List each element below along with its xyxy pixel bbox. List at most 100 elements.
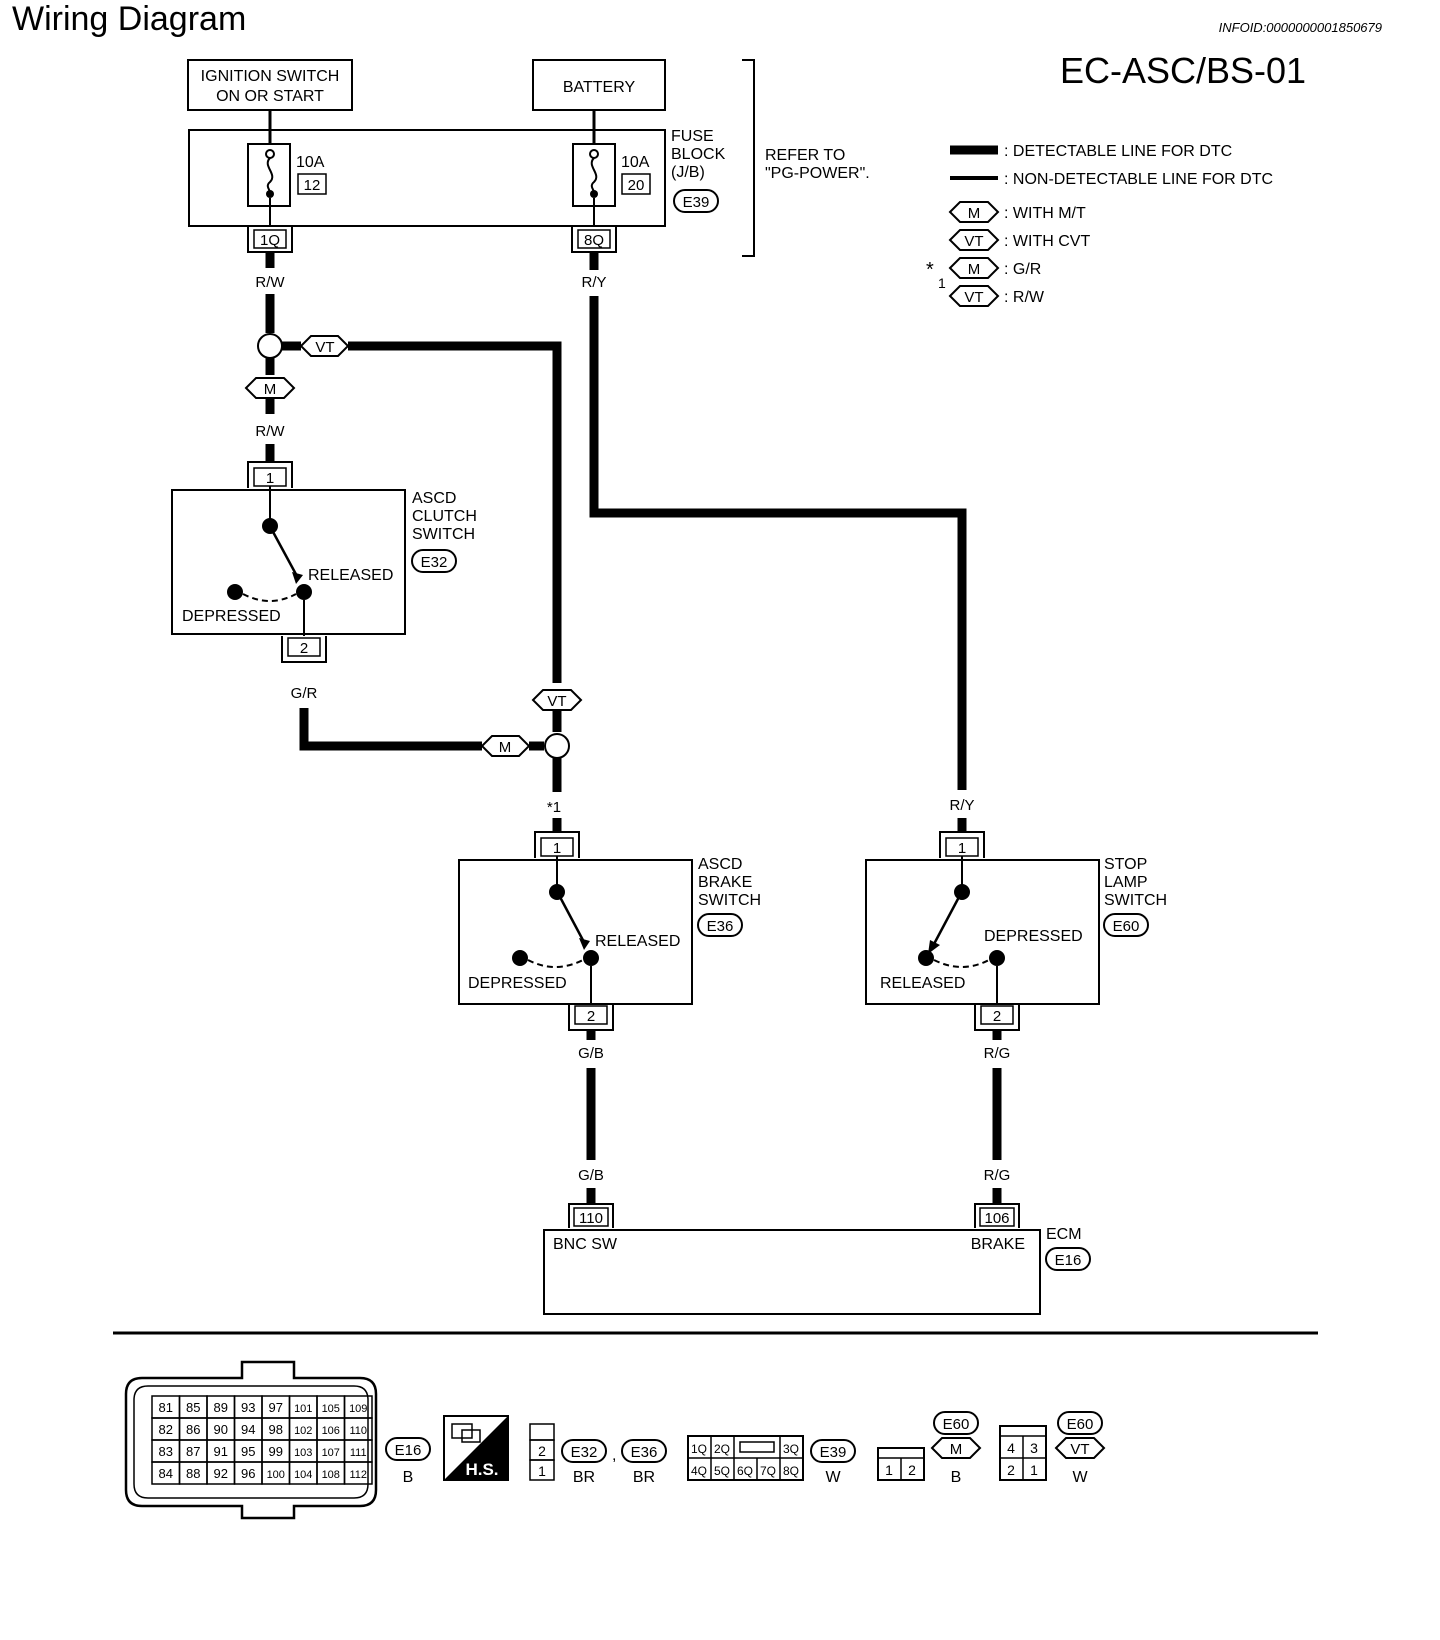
e16-connector-tag: E16 B <box>385 1437 431 1486</box>
stop-connector-tag: E60 <box>1103 913 1149 937</box>
svg-text:E16: E16 <box>1055 1252 1082 1269</box>
svg-text:1Q: 1Q <box>260 232 280 249</box>
ecm-box: 110 106 BNC SW BRAKE <box>543 1203 1041 1315</box>
splice-lower <box>544 733 570 759</box>
ecm-label: ECM <box>1046 1226 1082 1243</box>
refer-label-1: REFER TO <box>765 147 845 164</box>
ignition-label-2: ON OR START <box>216 88 324 105</box>
svg-text:1Q: 1Q <box>691 1442 707 1456</box>
ecm-pin-number: 111 <box>350 1447 367 1459</box>
clutch-connector-tag: E32 <box>411 549 457 573</box>
tag-vt-lower: VT <box>531 689 583 711</box>
legend: : DETECTABLE LINE FOR DTC : NON-DETECTAB… <box>926 143 1273 307</box>
wire-gb-2: G/B <box>578 1167 604 1184</box>
svg-text:M: M <box>499 739 512 756</box>
legend-star-number: 1 <box>938 275 946 291</box>
brake-depressed-label: DEPRESSED <box>468 975 567 992</box>
clutch-pin-1: 1 <box>266 470 274 487</box>
wire-rw-mid: R/W <box>255 423 285 440</box>
brake-pin-2: 2 <box>587 1008 595 1025</box>
wire-star1: *1 <box>547 799 561 816</box>
fuse-b-amp: 10A <box>621 154 650 171</box>
clutch-label-2: CLUTCH <box>412 508 477 525</box>
legend-gr: : G/R <box>1004 261 1041 278</box>
brake-label-1: ASCD <box>698 856 742 873</box>
fuse-block-label-3: (J/B) <box>671 164 705 181</box>
ecm-pin-number: 110 <box>349 1425 367 1437</box>
ecm-pin-number: 105 <box>322 1403 340 1415</box>
page-title: Wiring Diagram <box>12 0 247 38</box>
brake-switch: 1 RELEASED DEPRESSED 2 <box>458 831 693 1031</box>
stop-label-3: SWITCH <box>1104 892 1167 909</box>
ecm-pin-number: 106 <box>322 1425 340 1437</box>
svg-text:VT: VT <box>1070 1441 1089 1458</box>
svg-text:5Q: 5Q <box>714 1464 730 1478</box>
e60-mt-connector-face: 1 2 <box>877 1447 925 1481</box>
e32-color: BR <box>573 1469 595 1486</box>
svg-text:2: 2 <box>908 1462 916 1478</box>
brake-label-2: BRAKE <box>698 874 752 891</box>
ecm-pin-number: 95 <box>241 1444 255 1459</box>
refer-bracket <box>742 59 755 257</box>
legend-star: * <box>926 259 934 281</box>
svg-text:3Q: 3Q <box>783 1442 799 1456</box>
wire-gb-1: G/B <box>578 1045 604 1062</box>
brake-label-3: SWITCH <box>698 892 761 909</box>
ecm-brake-label: BRAKE <box>971 1236 1025 1253</box>
svg-text:E16: E16 <box>395 1442 422 1459</box>
fuse-block: 10A 12 10A 20 <box>188 129 666 227</box>
battery-box: BATTERY <box>532 59 666 111</box>
e39-connector-tag: E39 W <box>810 1439 856 1486</box>
ecm-pin-number: 104 <box>294 1469 312 1481</box>
ecm-pin-number: 112 <box>349 1469 367 1481</box>
brake-connector-tag: E36 <box>697 913 743 937</box>
wire-rg-1: R/G <box>984 1045 1011 1062</box>
svg-text:H.S.: H.S. <box>465 1460 498 1479</box>
ecm-pin-cell <box>343 1461 373 1485</box>
battery-label: BATTERY <box>563 79 636 96</box>
fuse-block-label-1: FUSE <box>671 128 714 145</box>
fuse-a-amp: 10A <box>296 154 325 171</box>
ecm-pin-number: 82 <box>159 1422 173 1437</box>
stop-label-2: LAMP <box>1104 874 1148 891</box>
refer-label-2: "PG-POWER". <box>765 165 870 182</box>
ecm-pin-number: 94 <box>241 1422 255 1437</box>
wire-ry-top: R/Y <box>581 274 606 291</box>
legend-with-mt: : WITH M/T <box>1004 205 1086 222</box>
ecm-pin-number: 109 <box>349 1403 367 1415</box>
ecm-pin-number: 88 <box>186 1466 200 1481</box>
ecm-pin-number: 81 <box>159 1400 173 1415</box>
wire-rw-top: R/W <box>255 274 285 291</box>
e60-vt-connector-tag: E60 VT W <box>1054 1411 1106 1486</box>
stop-label-1: STOP <box>1104 856 1147 873</box>
tag-m-upper: M <box>244 377 296 399</box>
ecm-pin-number: 102 <box>294 1425 312 1437</box>
svg-text:2: 2 <box>1007 1462 1015 1478</box>
ecm-pin-110: 110 <box>579 1210 603 1227</box>
svg-text:M: M <box>950 1441 963 1458</box>
ecm-pin-number: 103 <box>294 1447 312 1459</box>
svg-text:E36: E36 <box>707 918 734 935</box>
ecm-pin-number: 93 <box>241 1400 255 1415</box>
ecm-pin-number: 91 <box>214 1444 228 1459</box>
terminal-1q: 1Q <box>247 226 293 253</box>
splice-top <box>257 333 283 359</box>
svg-text:E32: E32 <box>571 1444 598 1461</box>
fuse-b-number: 20 <box>628 177 645 194</box>
stop-lamp-switch: 1 DEPRESSED RELEASED 2 <box>865 831 1100 1031</box>
wire-rg-2: R/G <box>984 1167 1011 1184</box>
ecm-pin-number: 96 <box>241 1466 255 1481</box>
ecm-pin-number: 108 <box>322 1469 340 1481</box>
clutch-pin-2: 2 <box>300 640 308 657</box>
e60-vt-color: W <box>1072 1469 1088 1486</box>
clutch-depressed-label: DEPRESSED <box>182 608 281 625</box>
ecm-pin-number: 90 <box>214 1422 228 1437</box>
svg-text:1: 1 <box>538 1463 546 1479</box>
ecm-pin-number: 89 <box>214 1400 228 1415</box>
e39-color: W <box>825 1469 841 1486</box>
ecm-bnc-sw-label: BNC SW <box>553 1236 618 1253</box>
brake-released-label: RELEASED <box>595 933 680 950</box>
two-pin-connector: 2 1 <box>529 1423 555 1481</box>
